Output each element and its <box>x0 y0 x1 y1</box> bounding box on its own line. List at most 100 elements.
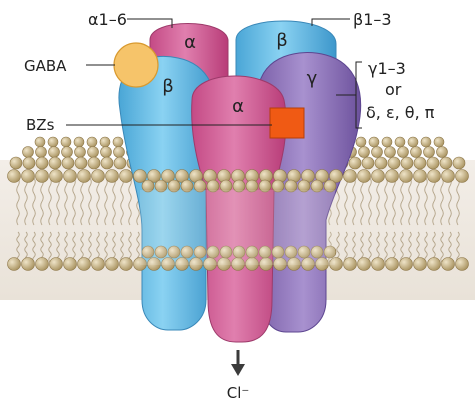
lipid-head <box>426 156 440 170</box>
lipid-tail <box>24 177 28 226</box>
lipid-head <box>87 146 99 158</box>
lipid-head <box>63 257 77 271</box>
lipid-head <box>410 146 422 158</box>
lipid-head <box>7 169 21 183</box>
lipid-head <box>193 245 207 259</box>
lipid-head <box>441 257 455 271</box>
lipid-tail <box>32 231 36 263</box>
lipid-head <box>361 156 375 170</box>
lipid-tail <box>112 231 116 263</box>
lipid-tail <box>360 231 364 263</box>
lipid-head <box>73 136 85 148</box>
lipid-head <box>91 257 105 271</box>
lipid-head <box>343 257 357 271</box>
lipid-tail <box>424 231 428 263</box>
lipid-tail <box>360 177 364 226</box>
lipid-head <box>384 146 396 158</box>
lipid-head <box>423 146 435 158</box>
lipid-head <box>452 156 466 170</box>
lipid-head <box>161 169 175 183</box>
lipid-head <box>113 156 127 170</box>
lipid-head <box>371 146 383 158</box>
lipid-head <box>245 245 259 259</box>
lipid-head <box>161 257 175 271</box>
lipid-head <box>433 136 445 148</box>
lipid-head <box>100 146 112 158</box>
lipid-head <box>99 136 111 148</box>
lipid-head <box>357 169 371 183</box>
lipid-head <box>343 169 357 183</box>
lipid-head <box>105 257 119 271</box>
lipid-head <box>310 245 324 259</box>
chloride-arrowhead <box>231 364 245 376</box>
lipid-head <box>323 179 337 193</box>
lipid-head <box>258 245 272 259</box>
lipid-head <box>441 169 455 183</box>
lipid-head <box>348 156 362 170</box>
lipid-tail <box>120 177 124 226</box>
lipid-tail <box>40 231 44 263</box>
gamma-alternatives-label: δ, ε, θ, π <box>366 103 435 122</box>
lipid-tail <box>64 231 68 263</box>
lipid-head <box>387 156 401 170</box>
lipid-head <box>436 146 448 158</box>
lipid-tail <box>72 177 76 226</box>
lipid-tail <box>32 177 36 226</box>
lipid-tail <box>56 177 60 226</box>
lipid-head <box>167 179 181 193</box>
lipid-tail <box>16 231 20 263</box>
lipid-tail <box>48 231 52 263</box>
lipid-head <box>49 257 63 271</box>
lipid-head <box>9 156 23 170</box>
lipid-tail <box>384 231 388 263</box>
gamma-bracket <box>355 61 362 129</box>
lipid-head <box>86 136 98 148</box>
lipid-head <box>329 169 343 183</box>
lipid-head <box>385 257 399 271</box>
lipid-tail <box>48 177 52 226</box>
lipid-head <box>420 136 432 148</box>
lipid-head <box>315 257 329 271</box>
lipid-head <box>413 257 427 271</box>
lipid-head <box>399 257 413 271</box>
lipid-head <box>87 156 101 170</box>
lipid-head <box>22 156 36 170</box>
lipid-tail <box>136 231 140 263</box>
beta-left-letter: β <box>162 76 174 97</box>
lipid-head <box>21 169 35 183</box>
lipid-tail <box>400 231 404 263</box>
lipid-head <box>35 169 49 183</box>
lipid-head <box>35 146 47 158</box>
lipid-tail <box>440 231 444 263</box>
gaba-label: GABA <box>24 57 67 75</box>
lipid-head <box>371 257 385 271</box>
lipid-head <box>77 257 91 271</box>
lipid-head <box>301 257 315 271</box>
lipid-head <box>357 257 371 271</box>
lipid-head <box>141 245 155 259</box>
lipid-head <box>297 245 311 259</box>
lipid-head <box>61 156 75 170</box>
lipid-head <box>35 257 49 271</box>
alpha-front-letter: α <box>232 96 244 117</box>
beta-back-letter: β <box>276 30 288 51</box>
lipid-head <box>329 257 343 271</box>
lipid-tail <box>112 177 116 226</box>
lipid-tail <box>336 231 340 263</box>
front-lipid-layer <box>7 169 469 271</box>
benzodiazepine-binding-site <box>269 107 305 139</box>
lipid-head <box>74 146 86 158</box>
lipid-head <box>206 179 220 193</box>
beta-range-leader-line <box>311 18 350 26</box>
gamma-range-label: γ1–3 <box>368 59 406 78</box>
lipid-head <box>368 136 380 148</box>
lipid-head <box>455 257 469 271</box>
lipid-tail <box>80 231 84 263</box>
lipid-tail <box>352 231 356 263</box>
lipid-head <box>323 245 337 259</box>
lipid-head <box>245 179 259 193</box>
lipid-head <box>22 146 34 158</box>
bzs-label: BZs <box>26 116 55 134</box>
lipid-tail <box>384 177 388 226</box>
lipid-tail <box>120 231 124 263</box>
